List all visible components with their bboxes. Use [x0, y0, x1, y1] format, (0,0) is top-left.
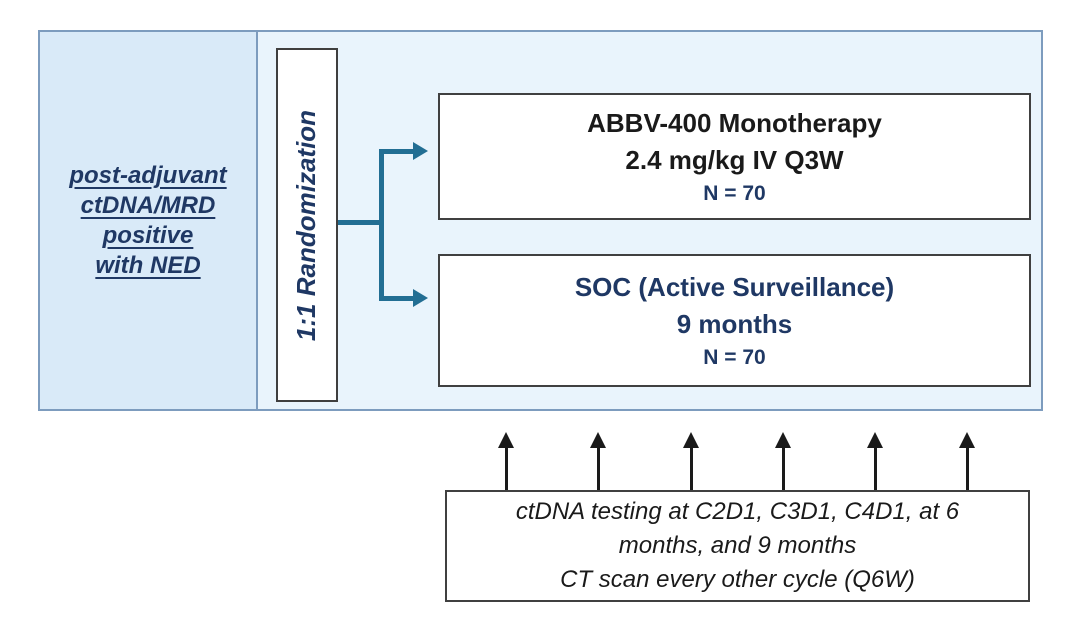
- arm-title: ABBV-400 Monotherapy: [587, 107, 882, 138]
- arm-title: SOC (Active Surveillance): [574, 271, 895, 302]
- assessment-note-line: ctDNA testing at C2D1, C3D1, C4D1, at 6: [515, 498, 960, 525]
- arm-box-soc: SOC (Active Surveillance) 9 months N = 7…: [438, 254, 1031, 387]
- arm-duration: 9 months: [676, 308, 793, 339]
- right-arrow-icon: [413, 289, 428, 307]
- population-line: ctDNA/MRD: [80, 191, 216, 219]
- arm-dose: 2.4 mg/kg IV Q3W: [625, 144, 844, 175]
- arm-sample-size: N = 70: [703, 181, 766, 205]
- arm-box-abbv400: ABBV-400 Monotherapy 2.4 mg/kg IV Q3W N …: [438, 93, 1031, 220]
- arm-sample-size: N = 70: [703, 345, 766, 369]
- connector-vertical-line: [379, 149, 384, 301]
- assessment-note-box: ctDNA testing at C2D1, C3D1, C4D1, at 6 …: [445, 490, 1030, 602]
- connector-bottom-branch-line: [379, 296, 413, 301]
- right-arrow-icon: [413, 142, 428, 160]
- randomization-label: 1:1 Randomization: [291, 109, 322, 341]
- population-line: with NED: [95, 251, 201, 279]
- randomization-box: 1:1 Randomization: [276, 48, 338, 402]
- population-box: post-adjuvant ctDNA/MRD positive with NE…: [40, 32, 258, 409]
- assessment-note-line: months, and 9 months: [618, 532, 857, 559]
- population-line: positive: [102, 221, 194, 249]
- connector-stem-line: [338, 220, 383, 225]
- connector-top-branch-line: [379, 149, 413, 154]
- population-line: post-adjuvant: [69, 161, 227, 189]
- assessment-note-line: CT scan every other cycle (Q6W): [560, 566, 915, 593]
